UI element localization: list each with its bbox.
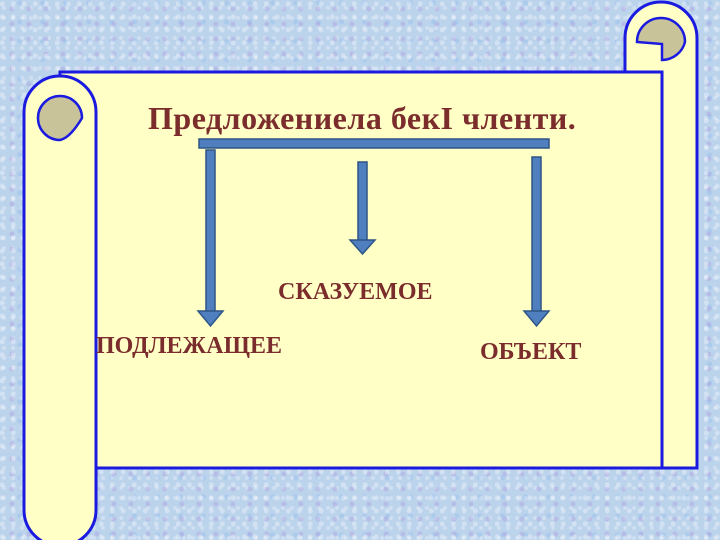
scroll-top-right-curl (623, 0, 699, 470)
subject-arrow (196, 149, 225, 328)
predicate-arrow (348, 161, 377, 256)
subject-label: ПОДЛЕЖАЩЕЕ (96, 333, 282, 359)
object-label: ОБЪЕКТ (480, 339, 582, 365)
scroll-left-roll (22, 74, 98, 540)
object-arrow (522, 156, 551, 328)
diagram-title: Предложениела бекI членти. (148, 100, 577, 136)
connector-bar (198, 138, 550, 149)
predicate-label: СКАЗУЕМОЕ (278, 279, 433, 305)
